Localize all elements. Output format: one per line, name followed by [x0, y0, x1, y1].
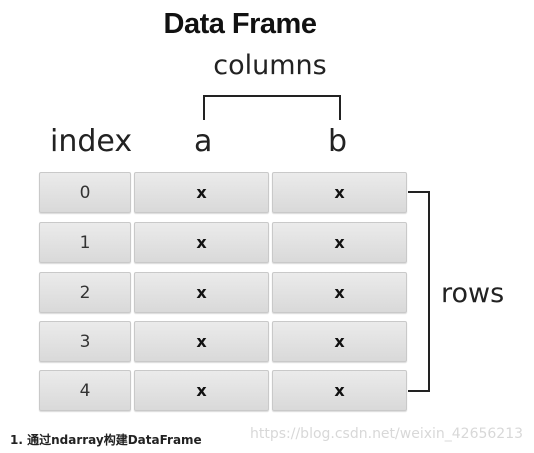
- cell-b-2: x: [272, 272, 407, 313]
- cell-a-0: x: [134, 172, 269, 213]
- cell-b-4: x: [272, 370, 407, 411]
- cell-value: x: [334, 233, 345, 252]
- cell-b-3: x: [272, 321, 407, 362]
- diagram-title: Data Frame: [163, 8, 317, 40]
- cell-value: x: [334, 381, 345, 400]
- cell-value: x: [334, 332, 345, 351]
- index-cell-0: 0: [39, 172, 131, 213]
- columns-bracket: [203, 95, 341, 120]
- cell-value: x: [196, 283, 207, 302]
- index-cell-1: 1: [39, 222, 131, 263]
- header-b: b: [328, 124, 348, 159]
- cell-b-1: x: [272, 222, 407, 263]
- index-cell-4: 4: [39, 370, 131, 411]
- caption: 1. 通过ndarray构建DataFrame: [10, 433, 202, 447]
- index-cell-2: 2: [39, 272, 131, 313]
- cell-a-4: x: [134, 370, 269, 411]
- header-index: index: [50, 124, 133, 159]
- columns-label: columns: [213, 50, 327, 81]
- rows-label: rows: [441, 278, 505, 309]
- header-a: a: [194, 124, 213, 159]
- cell-value: x: [334, 183, 345, 202]
- cell-value: x: [196, 332, 207, 351]
- cell-a-1: x: [134, 222, 269, 263]
- cell-value: x: [334, 283, 345, 302]
- cell-a-2: x: [134, 272, 269, 313]
- cell-value: x: [196, 233, 207, 252]
- rows-bracket: [408, 191, 430, 392]
- cell-a-3: x: [134, 321, 269, 362]
- cell-value: x: [196, 381, 207, 400]
- cell-b-0: x: [272, 172, 407, 213]
- watermark: https://blog.csdn.net/weixin_42656213: [250, 426, 524, 442]
- cell-value: x: [196, 183, 207, 202]
- index-cell-3: 3: [39, 321, 131, 362]
